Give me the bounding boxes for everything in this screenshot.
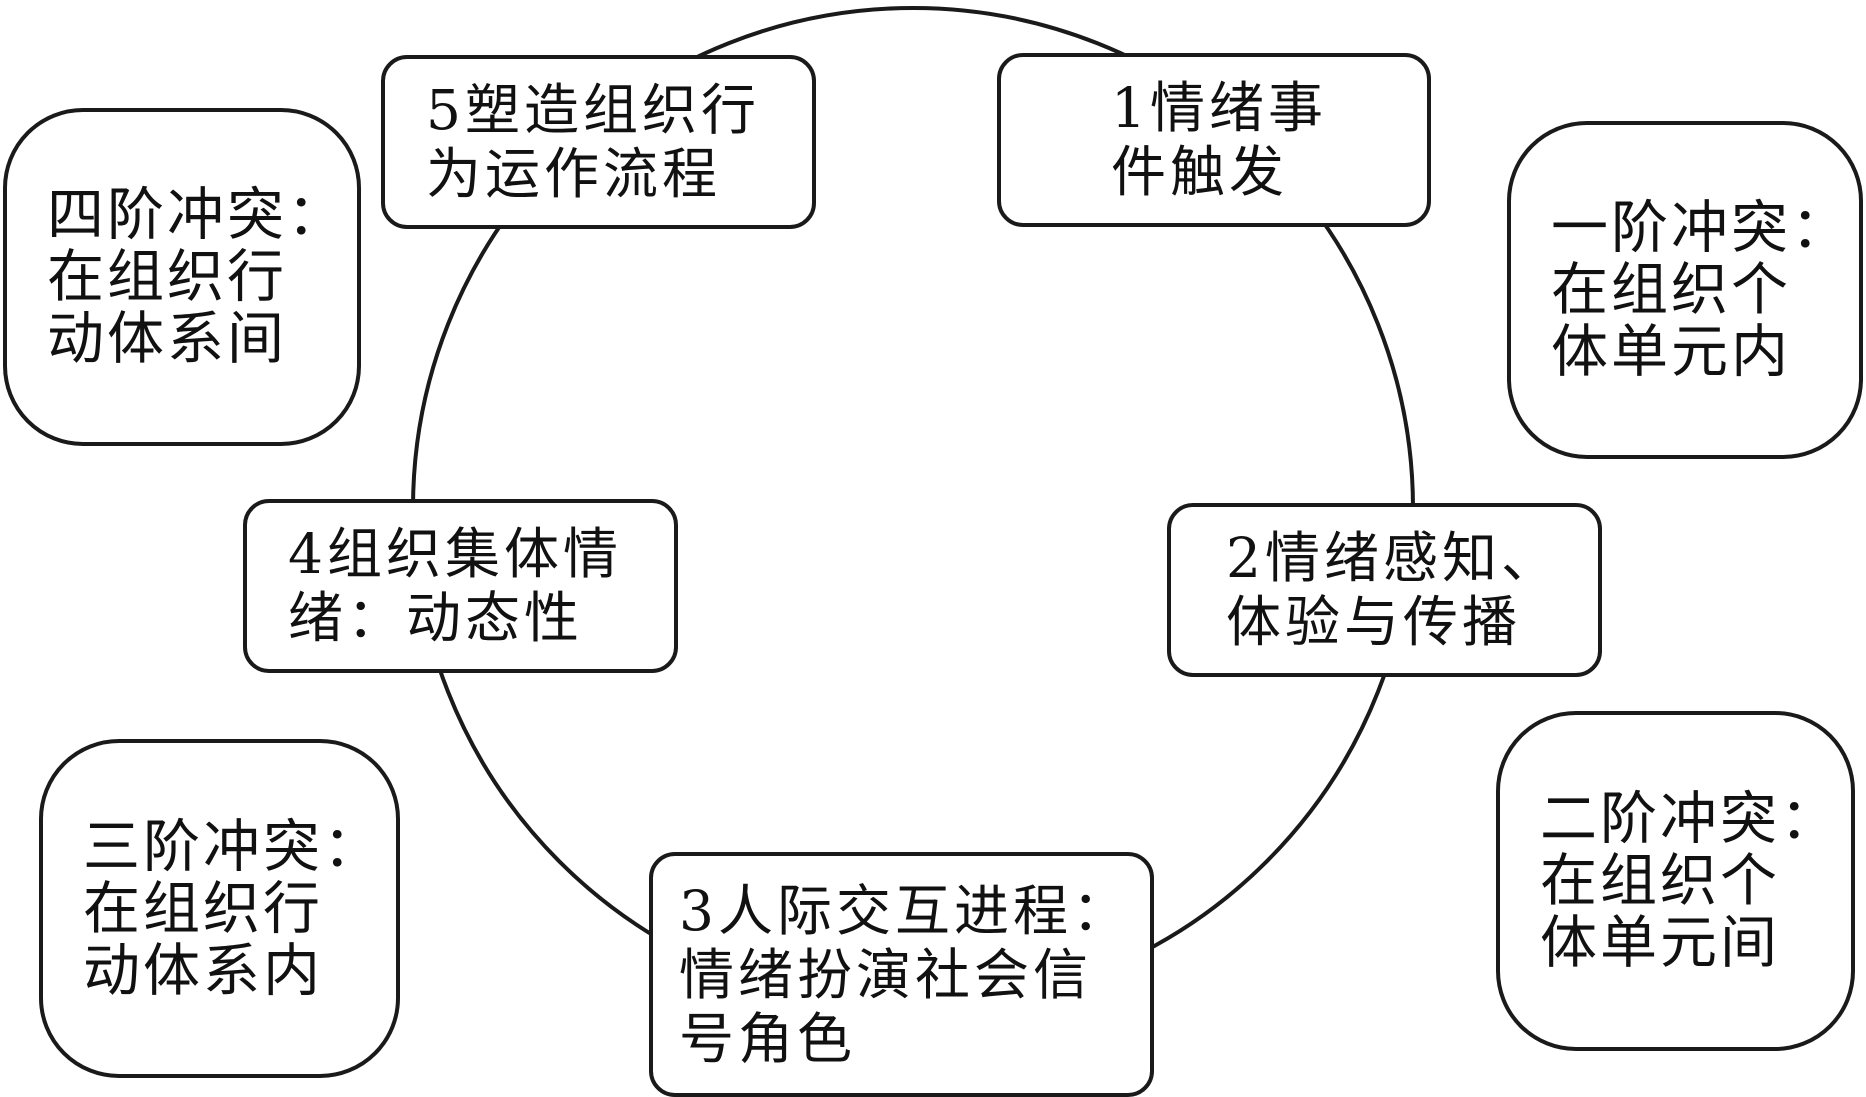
conflict-1-line-1: 一阶冲突：: [1551, 195, 1851, 261]
conflict-1-line-2: 在组织个: [1551, 257, 1791, 323]
stage-4-collective-emotion: 4组织集体情 绪：动态性: [243, 499, 678, 673]
conflict-third-order: 三阶冲突： 在组织行 动体系内: [39, 739, 400, 1078]
stage-4-line-1: 4组织集体情: [288, 522, 622, 586]
conflict-second-order: 二阶冲突： 在组织个 体单元间: [1496, 711, 1855, 1051]
stage-3-line-2: 情绪扮演社会信: [679, 942, 1093, 1007]
stage-5-line-2: 为运作流程: [426, 142, 722, 206]
stage-2-emotion-perception: 2情绪感知、 体验与传播: [1167, 503, 1602, 677]
stage-5-shape-behavior: 5塑造组织行 为运作流程: [381, 55, 816, 229]
stage-3-interpersonal-interaction: 3人际交互进程： 情绪扮演社会信 号角色: [649, 852, 1154, 1097]
conflict-first-order: 一阶冲突： 在组织个 体单元内: [1507, 121, 1863, 459]
stage-1-line-2: 件触发: [1111, 140, 1289, 204]
conflict-3-line-1: 三阶冲突：: [83, 813, 383, 880]
stage-4-line-2: 绪：动态性: [288, 586, 584, 650]
conflict-3-line-3: 动体系内: [83, 937, 323, 1004]
stage-3-line-3: 号角色: [679, 1006, 857, 1071]
conflict-2-line-1: 二阶冲突：: [1540, 786, 1840, 852]
conflict-2-line-2: 在组织个: [1540, 848, 1780, 914]
conflict-4-line-3: 动体系间: [47, 306, 287, 372]
conflict-1-line-3: 体单元内: [1551, 319, 1791, 385]
stage-2-line-1: 2情绪感知、: [1226, 526, 1560, 590]
conflict-4-line-2: 在组织行: [47, 244, 287, 310]
stage-3-line-1: 3人际交互进程：: [679, 878, 1131, 943]
conflict-3-line-2: 在组织行: [83, 875, 323, 942]
stage-1-event-trigger: 1情绪事 件触发: [997, 53, 1431, 227]
conflict-fourth-order: 四阶冲突： 在组织行 动体系间: [3, 108, 361, 446]
stage-5-line-1: 5塑造组织行: [426, 78, 760, 142]
conflict-4-line-1: 四阶冲突：: [47, 182, 347, 248]
conflict-2-line-3: 体单元间: [1540, 910, 1780, 976]
stage-1-line-1: 1情绪事: [1111, 76, 1327, 140]
stage-2-line-2: 体验与传播: [1226, 590, 1522, 654]
